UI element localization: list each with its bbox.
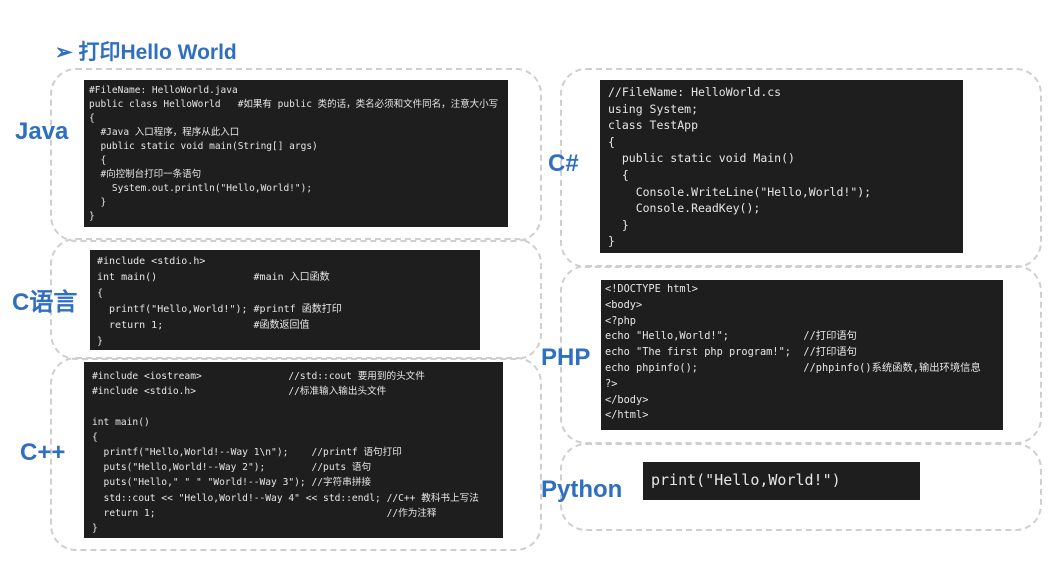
c-panel [50,238,542,360]
slide-title: ➢ 打印Hello World [55,36,237,66]
php-code-block: <!DOCTYPE html> <body> <?php echo "Hello… [601,280,1003,430]
python-label: Python [541,476,623,503]
php-label: PHP [541,344,591,371]
arrow-bullet-icon: ➢ [55,41,73,64]
cpp-label: C++ [20,439,66,466]
cpp-code-block: #include <iostream> //std::cout 要用到的头文件 … [84,362,503,538]
csharp-label: C# [548,150,579,177]
python-code-block: print("Hello,World!") [643,462,920,500]
java-code-block: #FileName: HelloWorld.java public class … [84,80,508,227]
title-text: 打印Hello World [78,41,237,64]
java-label: Java [15,118,69,145]
c-label: C语言 [12,289,78,316]
cpp-panel [50,357,542,551]
c-code-block: #include <stdio.h> int main() #main 入口函数… [90,250,480,350]
csharp-code-block: //FileName: HelloWorld.cs using System; … [600,80,963,253]
csharp-panel [560,68,1042,268]
java-panel [50,68,542,242]
python-panel [560,443,1042,531]
